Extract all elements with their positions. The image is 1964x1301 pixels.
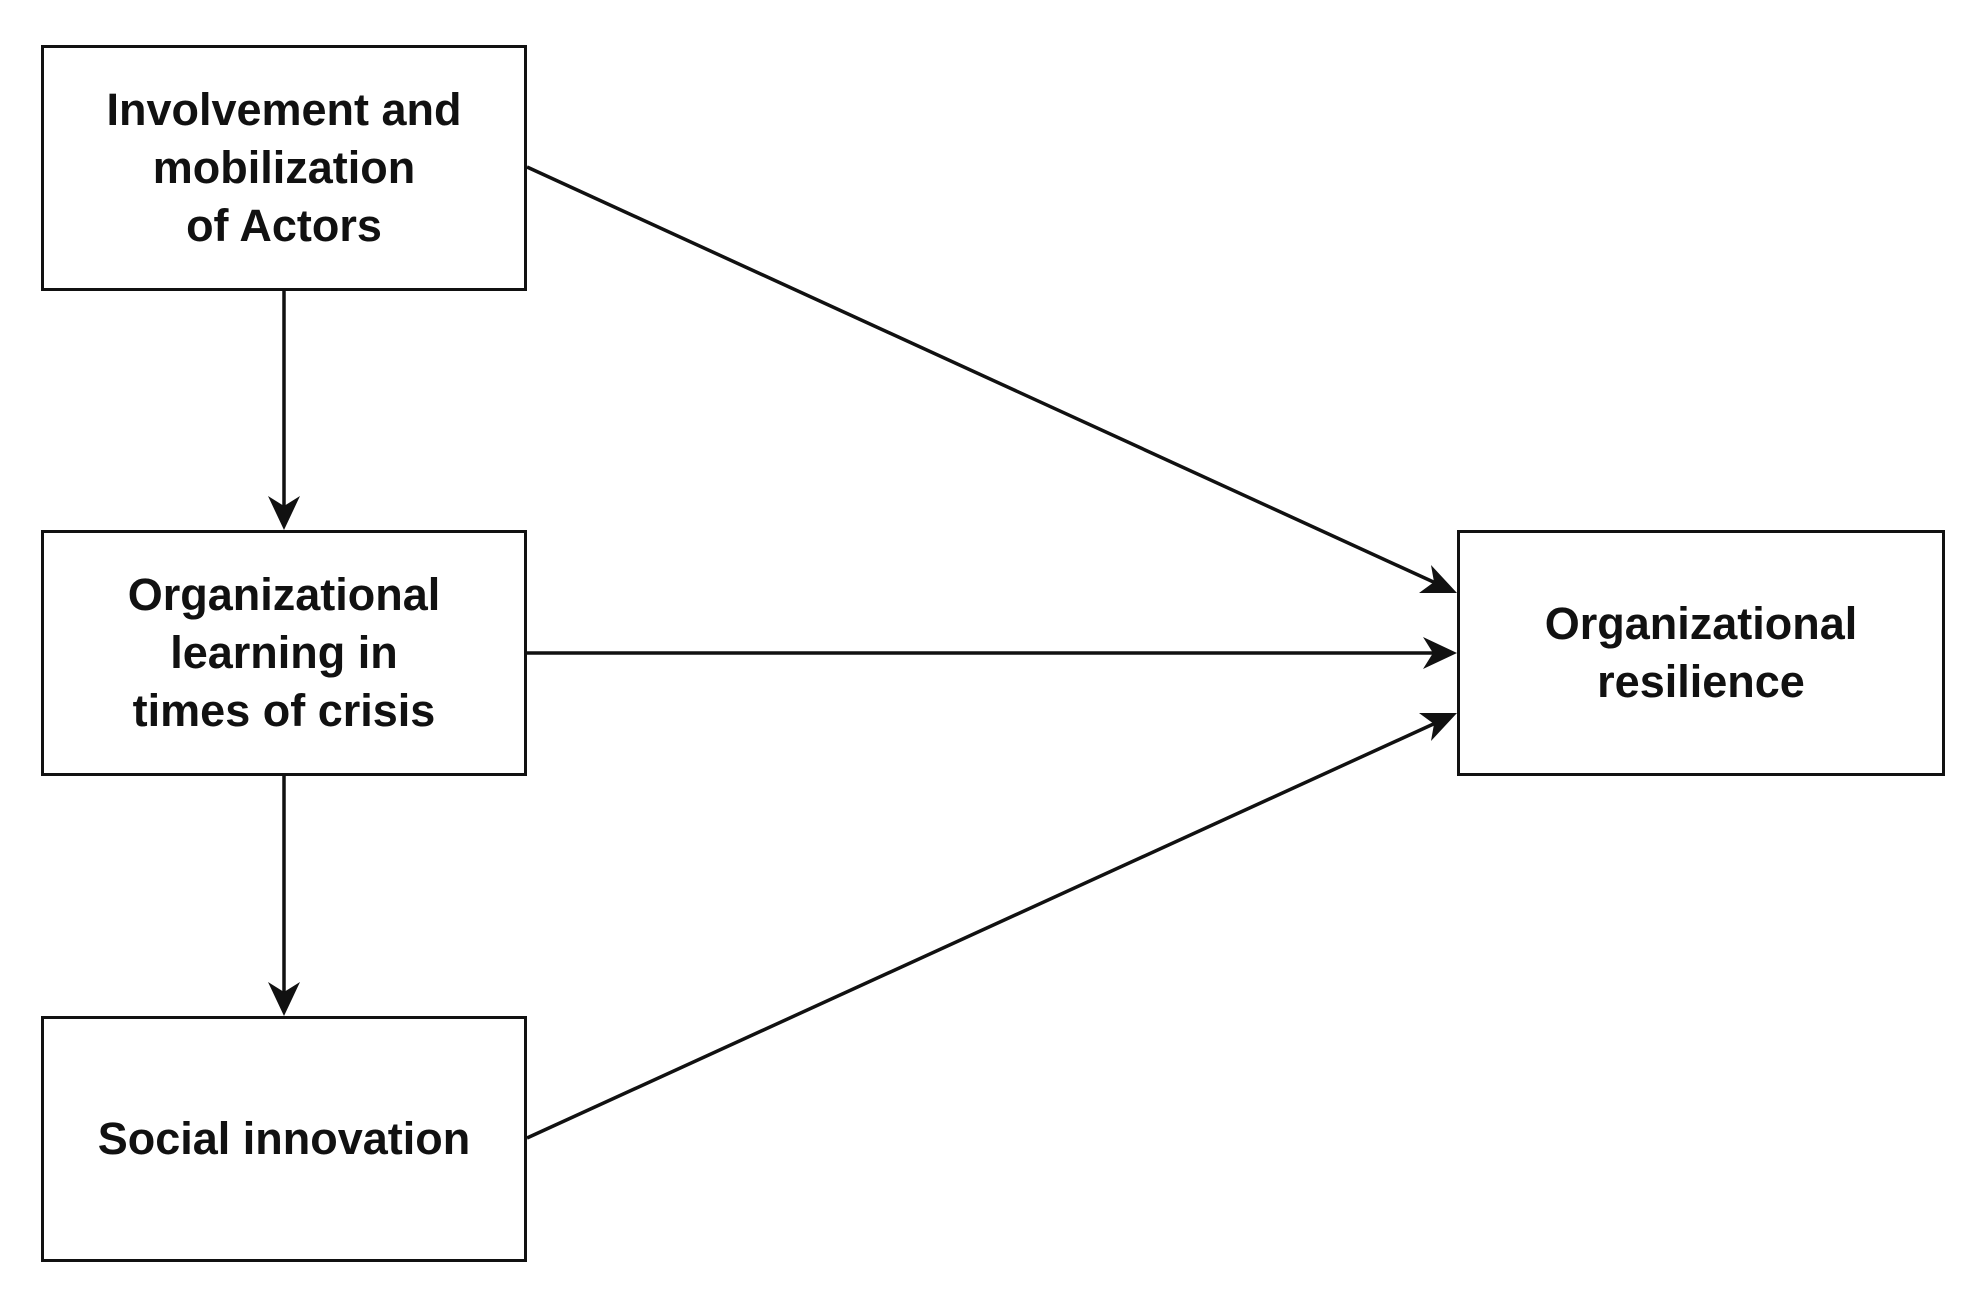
node-label: Involvement and mobilization of Actors <box>106 84 462 251</box>
arrowhead-icon <box>268 982 300 1016</box>
edge-learning-to-resilience <box>527 637 1457 669</box>
node-social-innovation: Social innovation <box>41 1016 527 1262</box>
arrowhead-icon <box>1419 565 1457 593</box>
node-label: Social innovation <box>97 1113 471 1164</box>
node-label: Organizational learning in times of cris… <box>127 569 441 736</box>
edge-learning-to-social <box>268 776 300 1016</box>
node-label: Organizational resilience <box>1544 598 1858 707</box>
edge-social-to-resilience <box>526 713 1457 1140</box>
node-organizational-learning: Organizational learning in times of cris… <box>41 530 527 776</box>
edge-involvement-to-learning <box>268 291 300 530</box>
node-involvement-and-mobilization: Involvement and mobilization of Actors <box>41 45 527 291</box>
node-organizational-resilience: Organizational resilience <box>1457 530 1945 776</box>
arrowhead-icon <box>1423 637 1457 669</box>
arrowhead-icon <box>1419 713 1457 741</box>
edge-involvement-to-resilience <box>526 165 1457 593</box>
arrowhead-icon <box>268 496 300 530</box>
